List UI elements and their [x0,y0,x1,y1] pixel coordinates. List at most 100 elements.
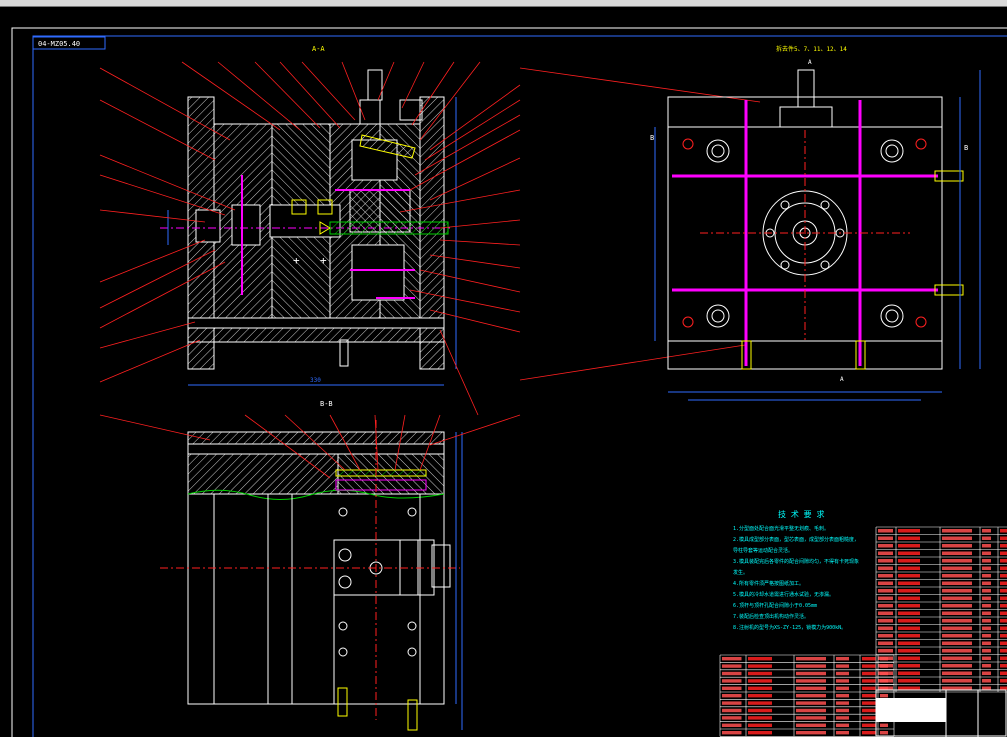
bom-cell [982,551,991,555]
bom-cell [942,574,972,578]
leader-lines-left [99,61,761,416]
bom-cell [878,536,893,540]
bom-cell [862,708,876,713]
bom-cell [878,551,893,555]
bom-cell [942,596,972,600]
bom-cell [898,641,920,645]
bom-cell [1000,664,1007,668]
bom-cell [898,589,920,593]
bom-cell [942,626,972,630]
bom-cell [942,604,972,608]
bom-cell [880,723,888,727]
bom-cell [942,544,972,548]
bom-cell [862,671,876,676]
bom-cell [942,581,972,585]
bom-cell [878,559,893,563]
bom-cell [796,686,826,690]
bom-cell [942,529,972,533]
bom-cell [898,566,920,570]
bom-cell [1000,641,1007,645]
bom-cell [722,731,742,735]
bom-cell [862,723,876,727]
bom-cell [942,589,972,593]
bom-cell [878,619,893,623]
bom-cell [942,559,972,563]
bom-cell [836,701,849,705]
bom-cell [878,544,893,548]
bom-cell [796,731,826,735]
bom-cell [898,536,920,540]
bom-cell [1000,619,1007,623]
svg-text:+: + [293,254,300,267]
bom-cell [878,566,893,570]
bom-cell [982,626,991,630]
bom-cell [982,566,991,570]
bom-table[interactable] [875,526,1007,693]
bom-cell [748,679,772,683]
bom-cell [982,544,991,548]
drawing-frame: 04-MZ05.40 [11,27,1007,737]
bom-cell [836,671,849,676]
tech-req-line-6: 4.所有零件须严格按图纸加工。 [733,580,804,587]
bom-cell [898,581,920,585]
bom-cell [878,604,893,608]
plan-view: 拆去件5、7、11、12、14 [650,45,981,401]
bom-cell [862,716,876,720]
bom-cell [1000,656,1007,660]
bom-cell [878,634,893,638]
bom-cell [748,657,772,661]
bom-cell [982,581,991,585]
bom-cell [1000,581,1007,585]
bom-cell [982,574,991,578]
bom-cell [748,664,772,668]
technical-requirements: 技 术 要 求 1.分型面处配合面光滑平整无划痕、毛刺。 2.模具成型部分表面，… [733,509,859,631]
bom-cell [796,657,826,661]
bom-cell [796,723,826,727]
bom-cell [942,641,972,645]
bom-cell [748,671,772,676]
bom-cell [942,656,972,660]
leader-lines-bottom [99,414,521,479]
bom-cell [796,701,826,705]
bom-cell [880,731,888,735]
bom-cell [982,589,991,593]
bom-cell [942,536,972,540]
bom-cell [942,679,972,683]
bom-cell [1000,634,1007,638]
tech-req-title: 技 术 要 求 [778,509,824,519]
view-top-title: A-A [312,45,325,53]
bom-cell [982,596,991,600]
bom-cell [1000,551,1007,555]
bom-cell [1000,604,1007,608]
svg-text:+: + [320,254,327,267]
bom-cell [982,619,991,623]
bom-cell [982,641,991,645]
bom-table-lower[interactable] [719,654,895,737]
bom-cell [982,634,991,638]
bom-cell [898,626,920,630]
bom-cell [982,656,991,660]
bom-cell [836,731,849,735]
bom-cell [898,544,920,548]
bom-cell [1000,679,1007,683]
tech-req-line-10: 8.注射机的型号为XS-ZY-125，锁模力为900kN。 [733,624,846,631]
bom-cell [878,641,893,645]
tech-req-line-3: 导柱导套等运动配合灵活。 [733,547,793,554]
section-a-bottom: A [840,376,844,383]
bom-cell [898,679,920,683]
bom-cell [880,664,888,668]
bom-cell [982,529,991,533]
bom-cell [836,664,849,668]
tech-req-line-4: 3.模具装配完后各零件的配合间隙均匀，不得有卡死现象 [733,558,859,565]
bom-cell [942,566,972,570]
bom-cell [748,701,772,705]
bom-cell [1000,611,1007,615]
bom-cell [898,596,920,600]
section-aa-view: A-A + + [160,45,457,386]
window-top-bar [0,0,1007,7]
bom-cell [880,694,888,698]
bom-cell [878,596,893,600]
bom-cell [898,664,920,668]
bom-cell [748,686,772,690]
